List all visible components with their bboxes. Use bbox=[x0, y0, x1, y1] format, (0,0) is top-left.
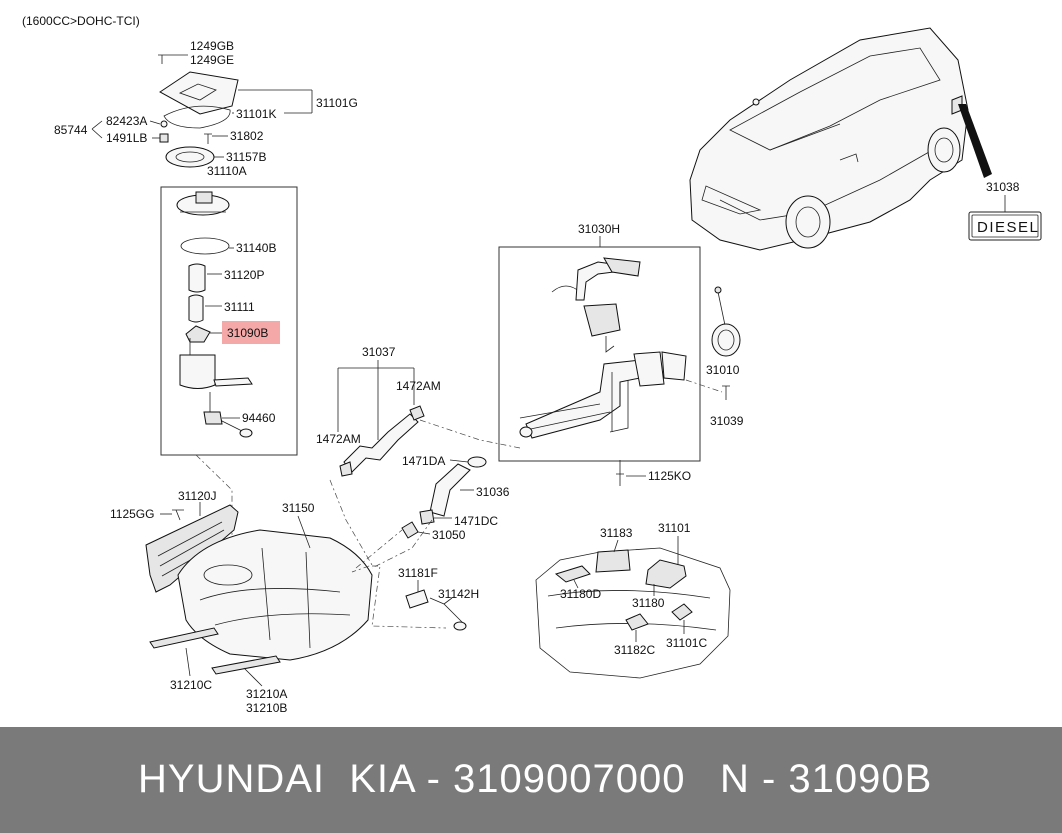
vent-hose bbox=[429, 463, 471, 517]
filler-neck-box bbox=[498, 246, 701, 462]
pad-31182c bbox=[625, 613, 649, 631]
label-31030h: 31030H bbox=[578, 222, 620, 236]
label-31802: 31802 bbox=[230, 129, 264, 143]
fuel-system-diagram: (1600CC>DOHC-TCI) 1249GB 1249GE 31101G 3… bbox=[22, 14, 1042, 715]
label-31182c: 31182C bbox=[614, 643, 655, 657]
pad-31180d bbox=[554, 565, 591, 583]
cover-gasket bbox=[163, 105, 231, 129]
fuel-filter bbox=[188, 263, 206, 293]
cover-plate-group: 1249GB 1249GE 31101G 31101K bbox=[158, 39, 358, 129]
label-31210b: 31210B bbox=[246, 701, 287, 715]
vehicle-illustration bbox=[689, 27, 992, 251]
pad-31180 bbox=[645, 559, 687, 589]
filler-neck-parts bbox=[519, 257, 687, 439]
lock-ring-group: 31157B 31110A bbox=[165, 146, 266, 178]
highlight-31090b bbox=[222, 321, 280, 344]
label-31101c: 31101C bbox=[666, 636, 707, 650]
label-31090b: 31090B bbox=[227, 326, 268, 340]
label-31050: 31050 bbox=[432, 528, 466, 542]
label-31110a: 31110A bbox=[207, 164, 247, 178]
footer-catalog-code: N - 31090B bbox=[720, 757, 933, 801]
label-31210a: 31210A bbox=[246, 687, 287, 701]
label-1471da: 1471DA bbox=[402, 454, 445, 468]
label-31111: 31111 bbox=[224, 300, 255, 314]
filler-hose bbox=[343, 413, 419, 473]
o-ring bbox=[180, 237, 230, 255]
pressure-regulator bbox=[185, 325, 211, 343]
fuel-tank-group: 1125GG 31120J 31150 31210C 31210A 31210B bbox=[110, 489, 373, 715]
label-1249gb: 1249GB bbox=[190, 39, 234, 53]
label-85744: 85744 bbox=[54, 123, 88, 137]
label-31038: 31038 bbox=[986, 180, 1020, 194]
fuel-pump bbox=[188, 294, 204, 323]
label-1125ko: 1125KO bbox=[648, 469, 691, 483]
label-31210c: 31210C bbox=[170, 678, 212, 692]
car-body bbox=[689, 27, 969, 251]
diesel-label-plate bbox=[968, 211, 1042, 241]
fuel-cap-group: 31010 31039 bbox=[685, 286, 744, 428]
fuel-pump-module-parts: 31140B 31120P 31111 94460 bbox=[176, 191, 276, 438]
fuel-door-pointer bbox=[958, 104, 992, 178]
label-1472am-lower: 1472AM bbox=[316, 432, 361, 446]
connector-group: 82423A 85744 1491LB 31802 bbox=[54, 114, 264, 145]
filler-hose-group: 31037 1472AM 1472AM 1471DA 31036 1471DC … bbox=[316, 345, 521, 631]
tank-outline-pads bbox=[535, 547, 731, 679]
label-31180: 31180 bbox=[632, 596, 665, 610]
label-31180d: 31180D bbox=[560, 587, 601, 601]
fuel-pump-module-box bbox=[160, 186, 298, 456]
rollover-valve bbox=[583, 303, 621, 337]
label-31120j: 31120J bbox=[178, 489, 216, 503]
label-31157b: 31157B bbox=[226, 150, 266, 164]
label-diesel: DIESEL bbox=[977, 219, 1039, 236]
label-94460: 94460 bbox=[242, 411, 276, 425]
fuel-cap bbox=[711, 323, 741, 357]
service-cover bbox=[159, 71, 239, 115]
label-31010: 31010 bbox=[706, 363, 740, 377]
label-31120p: 31120P bbox=[224, 268, 264, 282]
fuel-reservoir bbox=[179, 354, 216, 389]
fuel-tank bbox=[177, 529, 373, 661]
part-number-footer: HYUNDAI KIA - 3109007000 N - 31090B bbox=[0, 727, 1062, 833]
variant-label: (1600CC>DOHC-TCI) bbox=[22, 14, 140, 28]
label-31150: 31150 bbox=[282, 501, 315, 515]
label-31101g: 31101G bbox=[316, 96, 358, 110]
tank-strap-31210c bbox=[149, 627, 219, 649]
footer-brand-part-number: HYUNDAI KIA - 3109007000 bbox=[138, 757, 686, 801]
label-1249ge: 1249GE bbox=[190, 53, 234, 67]
label-1472am-upper: 1472AM bbox=[396, 379, 441, 393]
label-31101: 31101 bbox=[658, 521, 691, 535]
label-31101k: 31101K bbox=[236, 107, 276, 121]
tank-strap-31210a bbox=[211, 655, 281, 675]
label-31142h: 31142H bbox=[438, 587, 479, 601]
label-1471dc: 1471DC bbox=[454, 514, 498, 528]
label-82423a: 82423A bbox=[106, 114, 147, 128]
label-31183: 31183 bbox=[600, 526, 633, 540]
label-1491lb: 1491LB bbox=[106, 131, 147, 145]
label-1125gg: 1125GG bbox=[110, 507, 154, 521]
check-valve bbox=[405, 589, 429, 609]
label-31039: 31039 bbox=[710, 414, 744, 428]
pad-31101c bbox=[671, 603, 693, 621]
label-31181f: 31181F bbox=[398, 566, 438, 580]
label-31036: 31036 bbox=[476, 485, 510, 499]
insulator-pad-group: 31183 31101 31180D 31180 31182C 31101C bbox=[535, 521, 731, 679]
pad-31183 bbox=[595, 549, 631, 573]
label-31140b: 31140B bbox=[236, 241, 276, 255]
label-31037: 31037 bbox=[362, 345, 396, 359]
